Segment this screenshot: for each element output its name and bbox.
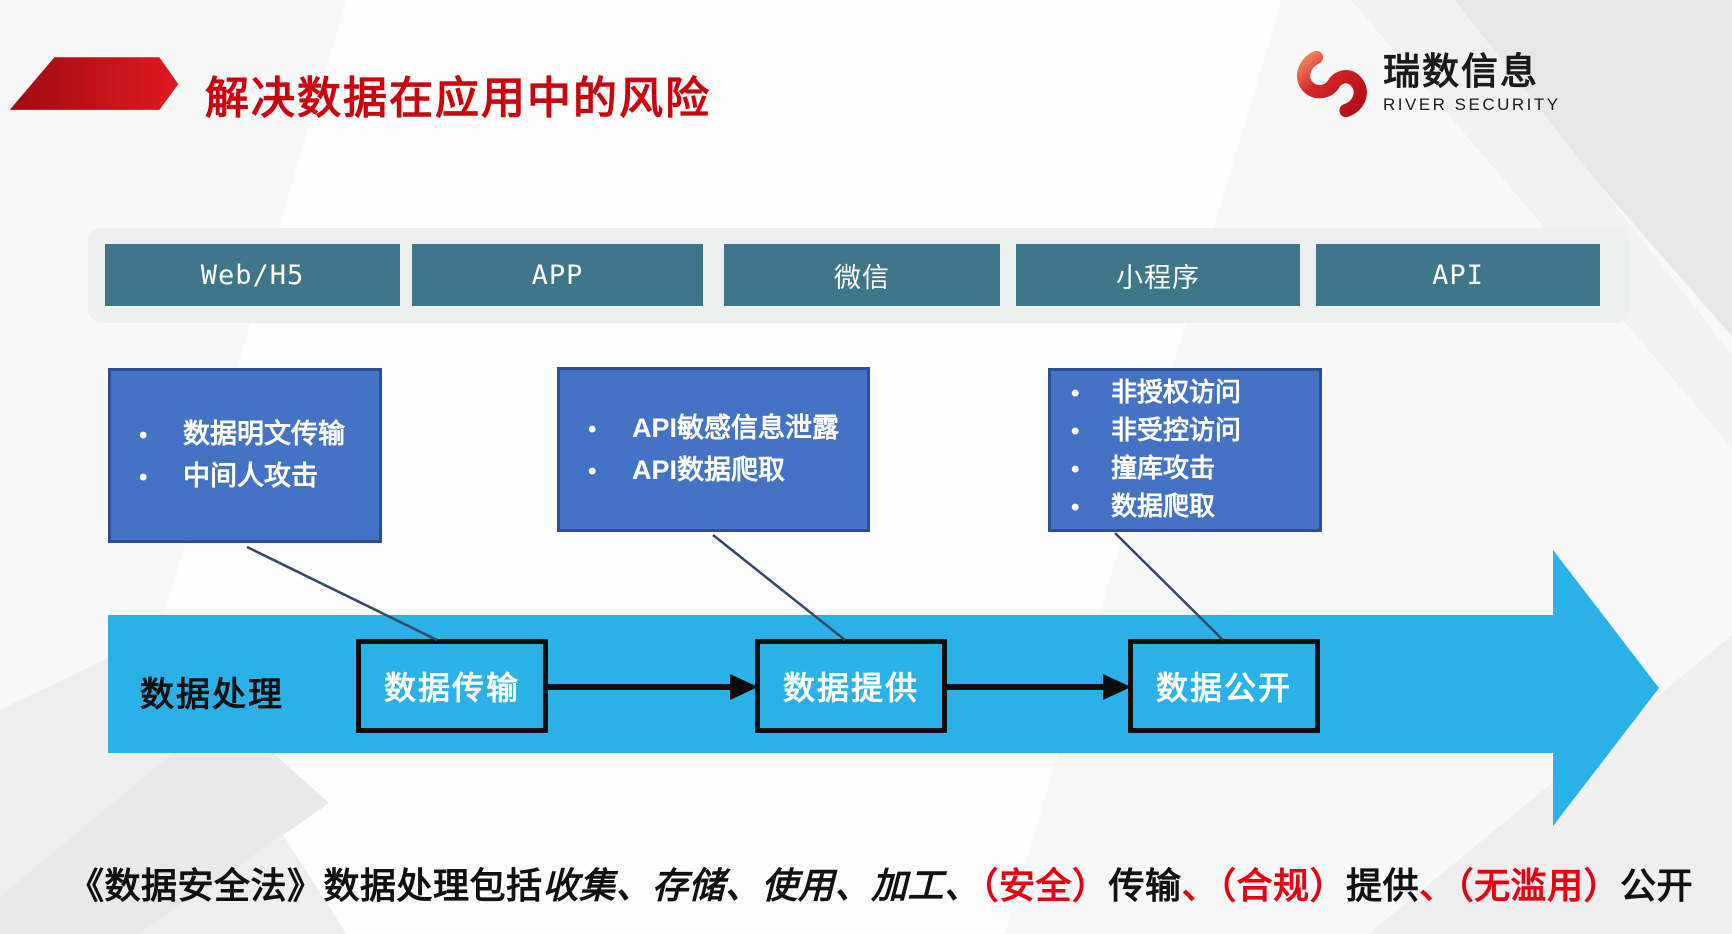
footnote-segment: （无滥用） (1455, 865, 1621, 906)
stage-data-transmission: 数据传输 (356, 639, 548, 733)
footnote-segment: 收集、存储、使用、加工、 (542, 865, 981, 906)
footnote-segment: 公开 (1620, 865, 1694, 906)
logo-text: 瑞数信息 RIVER SECURITY (1383, 51, 1561, 115)
footnote-segment: 、 (1419, 865, 1456, 906)
river-security-logo-icon (1297, 50, 1367, 118)
risk-box-transmission: 数据明文传输 中间人攻击 (108, 368, 382, 543)
risk-item: 撞库攻击 (1071, 450, 1319, 488)
risk-item: 非受控访问 (1071, 412, 1319, 450)
footnote-segment: 《数据安全法》数据处理包括 (68, 865, 543, 906)
risk-item: 中间人攻击 (139, 456, 379, 498)
channel-app: APP (412, 244, 703, 306)
risk-box-publication: 非授权访问 非受控访问 撞库攻击 数据爬取 (1048, 368, 1322, 532)
risk-item: API数据爬取 (588, 450, 867, 492)
risk-item: 非授权访问 (1071, 374, 1319, 412)
risk-item: API敏感信息泄露 (588, 408, 867, 450)
process-label: 数据处理 (140, 676, 284, 714)
footnote-segment: 传输 (1108, 865, 1182, 906)
risk-box-provision: API敏感信息泄露 API数据爬取 (557, 367, 870, 532)
channel-wechat: 微信 (724, 244, 1000, 306)
stage-data-provision: 数据提供 (755, 639, 947, 733)
logo-subtitle: RIVER SECURITY (1383, 94, 1561, 114)
risk-item: 数据爬取 (1071, 488, 1319, 526)
risk-item: 数据明文传输 (139, 414, 379, 456)
channel-web-h5: Web/H5 (105, 244, 400, 306)
footnote-segment: 、 (1181, 865, 1219, 906)
company-logo: 瑞数信息 RIVER SECURITY (1293, 42, 1561, 126)
footnote-segment: 提供 (1346, 865, 1420, 906)
stage-data-publication: 数据公开 (1128, 639, 1320, 733)
footnote-segment: （合规） (1218, 865, 1347, 906)
page-title: 解决数据在应用中的风险 (205, 74, 711, 123)
process-flow-arrowhead (1553, 550, 1659, 826)
footnote-segment: （安全） (980, 865, 1109, 906)
footnote: 《数据安全法》数据处理包括收集、存储、使用、加工、（安全）传输、（合规）提供、（… (68, 857, 1693, 909)
title-accent-shape (9, 57, 179, 110)
logo-company-name: 瑞数信息 (1383, 51, 1539, 93)
channel-mini-program: 小程序 (1016, 244, 1300, 306)
channel-api: API (1316, 244, 1600, 306)
